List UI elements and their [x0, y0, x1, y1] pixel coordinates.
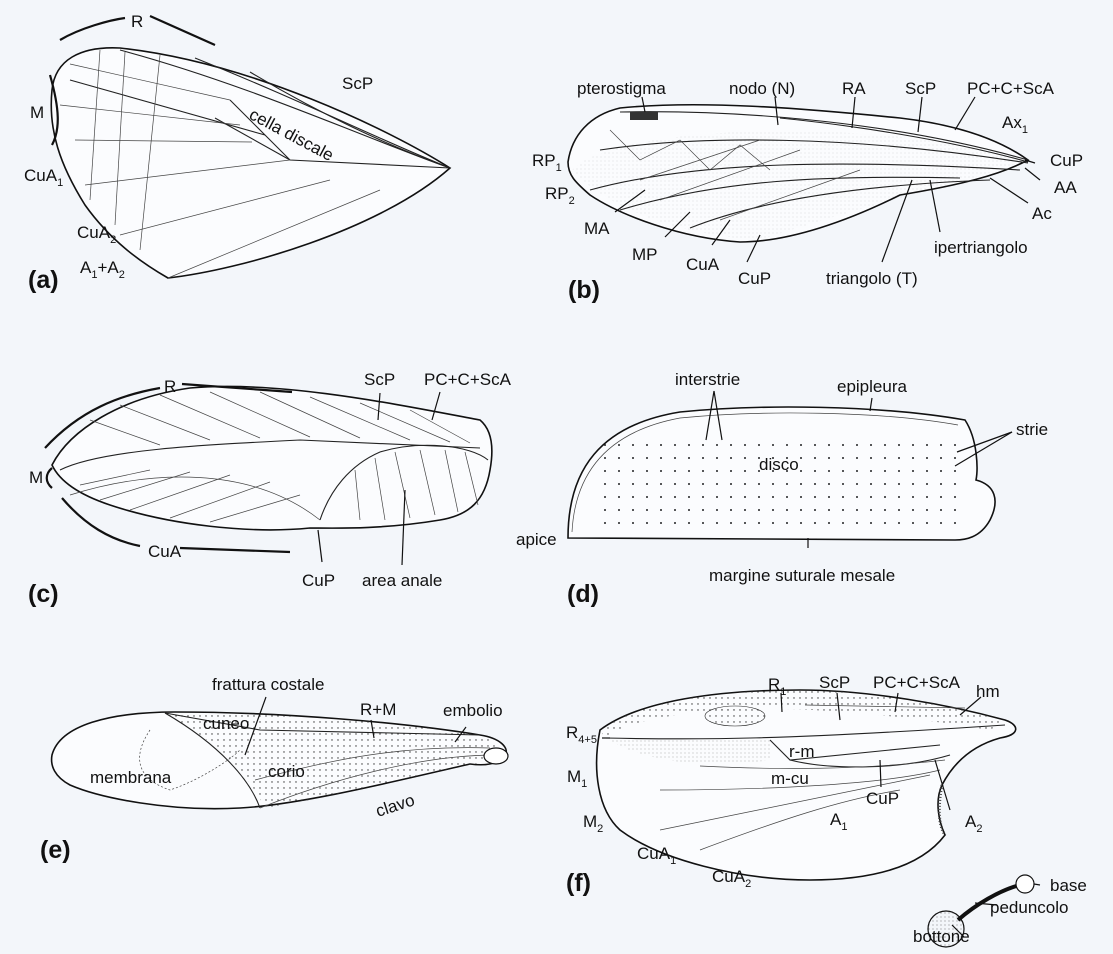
label-e-frattura: frattura costale — [212, 675, 324, 694]
panel-a: R ScP M cella discale CuA1 CuA2 A1+A2 (a… — [24, 12, 450, 294]
label-f-peduncolo: peduncolo — [990, 898, 1068, 917]
panel-letter-a: (a) — [28, 266, 59, 294]
label-f-hm: hm — [976, 682, 1000, 701]
label-a-ScP: ScP — [342, 74, 373, 93]
label-f-rm: r-m — [789, 742, 814, 761]
label-a-R: R — [131, 12, 143, 31]
panel-b: pterostigma nodo (N) RA ScP PC+C+ScA Ax1… — [532, 79, 1083, 304]
label-e-membrana: membrana — [90, 768, 172, 787]
panel-letter-b: (b) — [568, 276, 600, 304]
haltere-base — [1016, 875, 1034, 893]
label-b-PC-C-ScA: PC+C+ScA — [967, 79, 1055, 98]
label-a-M: M — [30, 103, 44, 122]
label-b-Ax1: Ax1 — [1002, 113, 1028, 136]
label-b-CuP: CuP — [1050, 151, 1083, 170]
panel-letter-f: (f) — [566, 869, 591, 897]
label-f-CuP: CuP — [866, 789, 899, 808]
label-e-RM: R+M — [360, 700, 396, 719]
label-c-CuP: CuP — [302, 571, 335, 590]
label-e-embolio: embolio — [443, 701, 503, 720]
label-b-RP1: RP1 — [532, 151, 562, 174]
label-a-A1A2: A1+A2 — [80, 258, 125, 281]
label-d-strie: strie — [1016, 420, 1048, 439]
label-c-PC-C-ScA: PC+C+ScA — [424, 370, 512, 389]
label-a-CuA1: CuA1 — [24, 166, 63, 189]
label-c-ScP: ScP — [364, 370, 395, 389]
pterostigma-mark — [630, 112, 658, 120]
label-b-triangolo: triangolo (T) — [826, 269, 918, 288]
label-d-interstrie: interstrie — [675, 370, 740, 389]
label-f-mcu: m-cu — [771, 769, 809, 788]
panel-letter-d: (d) — [567, 580, 599, 608]
label-c-CuA: CuA — [148, 542, 182, 561]
panel-d: interstrie epipleura strie disco apice m… — [516, 370, 1048, 608]
label-d-disco: disco — [759, 455, 799, 474]
label-b-Ac: Ac — [1032, 204, 1052, 223]
wing-c-outline — [52, 386, 492, 529]
label-b-ipertriangolo: ipertriangolo — [934, 238, 1028, 257]
label-f-ScP: ScP — [819, 673, 850, 692]
label-b-CuP-low: CuP — [738, 269, 771, 288]
label-f-PC-C-ScA: PC+C+ScA — [873, 673, 961, 692]
label-b-ScP: ScP — [905, 79, 936, 98]
label-e-clavo: clavo — [373, 790, 417, 820]
label-b-MA: MA — [584, 219, 610, 238]
label-c-M: M — [29, 468, 43, 487]
label-c-R: R — [164, 377, 176, 396]
label-e-cuneo: cuneo — [203, 714, 249, 733]
panel-letter-c: (c) — [28, 580, 59, 608]
elytron-striae — [595, 438, 965, 534]
bracket-R — [60, 18, 125, 40]
label-d-epipleura: epipleura — [837, 377, 907, 396]
label-f-bottone: bottone — [913, 927, 970, 946]
label-f-M2: M2 — [583, 812, 603, 835]
label-b-MP: MP — [632, 245, 658, 264]
label-d-apice: apice — [516, 530, 557, 549]
label-b-nodo: nodo (N) — [729, 79, 795, 98]
label-b-CuA: CuA — [686, 255, 720, 274]
panel-f: R1 ScP PC+C+ScA hm R4+5 r-m m-cu M1 M2 C… — [566, 673, 1087, 947]
panel-c: R ScP PC+C+ScA M CuA CuP area anale (c) — [28, 370, 512, 608]
label-f-base: base — [1050, 876, 1087, 895]
label-b-AA: AA — [1054, 178, 1077, 197]
panel-e: frattura costale cuneo R+M embolio membr… — [40, 675, 508, 864]
label-e-corio: corio — [268, 762, 305, 781]
label-b-pterostigma: pterostigma — [577, 79, 666, 98]
label-f-A2: A2 — [965, 812, 982, 835]
fly-wing-stigma — [705, 706, 765, 726]
wing-b-cells — [572, 131, 1025, 240]
panel-letter-e: (e) — [40, 836, 71, 864]
label-f-M1: M1 — [567, 767, 587, 790]
label-c-area-anale: area anale — [362, 571, 442, 590]
label-f-R45: R4+5 — [566, 723, 597, 746]
label-b-RA: RA — [842, 79, 866, 98]
label-b-RP2: RP2 — [545, 184, 575, 207]
label-d-margine: margine suturale mesale — [709, 566, 895, 585]
